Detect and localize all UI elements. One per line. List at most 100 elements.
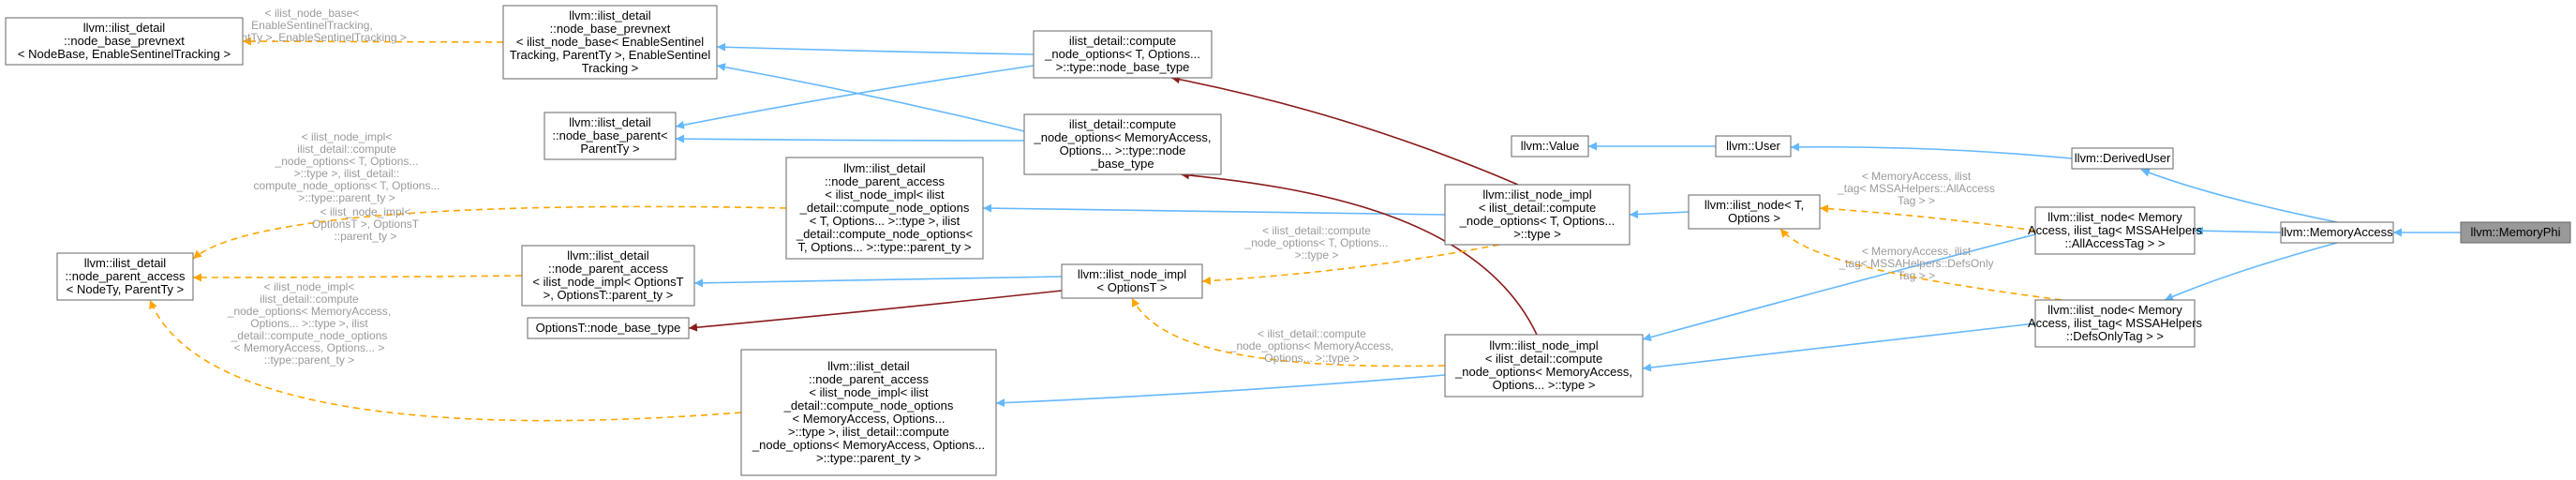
node-label-line: _base_type bbox=[1090, 157, 1154, 171]
node-options-base-type[interactable]: OptionsT::node_base_type bbox=[527, 317, 690, 339]
node-label-line: llvm::ilist_detail bbox=[569, 115, 651, 129]
node-value[interactable]: llvm::Value bbox=[1511, 135, 1589, 158]
node-user[interactable]: llvm::User bbox=[1715, 135, 1792, 158]
edge-label-line: >::type > bbox=[1295, 248, 1339, 262]
node-label-line: ::node_base_prevnext bbox=[64, 34, 185, 48]
node-label-line: < ilist_detail::compute bbox=[1485, 352, 1602, 366]
node-compute-T[interactable]: ilist_detail::compute_node_options< T, O… bbox=[1033, 30, 1213, 79]
node-label-line: llvm::ilist_detail bbox=[84, 256, 167, 270]
node-compute-MA[interactable]: ilist_detail::compute_node_options< Memo… bbox=[1023, 113, 1222, 175]
node-box bbox=[2071, 147, 2174, 170]
node-label-line: < OptionsT > bbox=[1097, 280, 1168, 294]
node-box bbox=[2034, 206, 2196, 255]
node-box bbox=[1688, 194, 1821, 230]
edge-ilist-defs-implMA bbox=[1642, 322, 2036, 372]
node-label-line: ::node_base_parent< bbox=[552, 128, 667, 142]
edge-label-line: ParentTy >, EnableSentinelTracking > bbox=[217, 31, 407, 44]
node-box bbox=[740, 349, 997, 476]
edge-ilist-T-implT bbox=[1629, 210, 1690, 219]
node-label-line: < NodeTy, ParentTy > bbox=[67, 282, 185, 296]
edge-memoryaccess-ilist-all bbox=[2194, 226, 2282, 235]
node-ilist-node-all[interactable]: llvm::ilist_node< MemoryAccess, ilist_ta… bbox=[2028, 206, 2203, 255]
edge-implT-parentaccessT bbox=[982, 203, 1446, 216]
edge-label-paMA-to-generic: < ilist_node_impl<ilist_detail::compute_… bbox=[227, 280, 391, 367]
node-parent-access-T[interactable]: llvm::ilist_detail::node_parent_access< … bbox=[785, 157, 984, 260]
node-base-prevnext-sentinel[interactable]: llvm::ilist_detail::node_base_prevnext< … bbox=[502, 5, 718, 80]
node-box bbox=[527, 317, 690, 339]
edge-memoryaccess-ilist-defs bbox=[2164, 242, 2338, 301]
node-label-line: _detail::compute_node_options< bbox=[796, 227, 973, 241]
node-prevnext-generic[interactable]: llvm::ilist_detail::node_base_prevnext< … bbox=[5, 17, 244, 66]
node-box bbox=[785, 157, 984, 260]
edge-label-line: _node_options< MemoryAccess, bbox=[1229, 339, 1393, 352]
node-label-line: llvm::ilist_node_impl bbox=[1078, 267, 1186, 281]
edge-computeMA-parent bbox=[675, 134, 1025, 143]
node-box bbox=[543, 112, 677, 160]
node-ilist-node-defs[interactable]: llvm::ilist_node< MemoryAccess, ilist_ta… bbox=[2028, 299, 2203, 348]
node-label-line: < ilist_node_impl< ilist bbox=[809, 385, 929, 399]
node-label-line: Access, ilist_tag< MSSAHelpers bbox=[2028, 223, 2203, 237]
edge-ilist-all-implMA bbox=[1642, 233, 2036, 341]
node-label-line: llvm::ilist_node_impl bbox=[1489, 338, 1598, 352]
node-label-line: _detail::compute_node_options bbox=[799, 201, 970, 215]
edge-label-line: EnableSentinelTracking, bbox=[251, 19, 373, 32]
node-label-line: ::DefsOnlyTag > > bbox=[2066, 329, 2164, 343]
node-ilist-node-T[interactable]: llvm::ilist_node< T,Options > bbox=[1688, 194, 1821, 230]
node-label-line: llvm::ilist_detail bbox=[843, 161, 926, 175]
edge-computeT-prevnext bbox=[716, 42, 1035, 55]
node-label-line: llvm::MemoryAccess bbox=[2281, 225, 2393, 239]
node-box bbox=[2034, 299, 2196, 348]
node-impl-T[interactable]: llvm::ilist_node_impl< ilist_detail::com… bbox=[1444, 184, 1630, 246]
node-label-line: < MemoryAccess, Options... bbox=[793, 412, 946, 426]
edge-label-paT-to-generic: < ilist_node_impl<ilist_detail::compute_… bbox=[254, 130, 440, 204]
node-label-line: ::node_parent_access bbox=[66, 269, 186, 283]
edge-implMA-implOpt bbox=[1131, 297, 1446, 368]
edge-label-line: ::parent_ty > bbox=[334, 230, 396, 243]
node-box bbox=[1033, 30, 1213, 79]
edge-defs-T bbox=[1779, 228, 2062, 301]
edge-label-all-to-T: < MemoryAccess, ilist_tag< MSSAHelpers::… bbox=[1837, 170, 1995, 207]
edge-label-layer: < ilist_node_base<EnableSentinelTracking… bbox=[217, 7, 1995, 367]
edge-implMA-parentaccessMA bbox=[995, 374, 1446, 408]
edge-implOpt-optionsbase bbox=[688, 290, 1063, 332]
node-label-line: ilist_detail::compute bbox=[1069, 117, 1176, 131]
node-deriveduser[interactable]: llvm::DerivedUser bbox=[2071, 147, 2174, 170]
edge-label-line: Options... >::type >, ilist bbox=[250, 317, 368, 330]
node-base-parent[interactable]: llvm::ilist_detail::node_base_parent<Par… bbox=[543, 112, 677, 160]
node-label-line: llvm::ilist_detail bbox=[827, 359, 910, 373]
node-impl-OptionsT[interactable]: llvm::ilist_node_impl< OptionsT > bbox=[1061, 263, 1203, 299]
node-label-line: < ilist_node_base< EnableSentinel bbox=[516, 35, 704, 49]
edge-all-T bbox=[1819, 204, 2036, 232]
edge-implT-implOpt bbox=[1201, 244, 1500, 285]
node-label-line: ParentTy > bbox=[580, 142, 639, 156]
edge-implMA-computeMA bbox=[1180, 171, 1538, 336]
node-label-line: llvm::MemoryPhi bbox=[2470, 225, 2560, 239]
edge-label-line: >::type >, ilist_detail:: bbox=[294, 167, 400, 180]
edge-label-line: _tag< MSSAHelpers::AllAccess bbox=[1837, 182, 1995, 195]
node-impl-MA[interactable]: llvm::ilist_node_impl< ilist_detail::com… bbox=[1444, 334, 1644, 398]
node-label-line: llvm::DerivedUser bbox=[2075, 151, 2171, 165]
node-label-line: _node_options< MemoryAccess, bbox=[1454, 365, 1632, 379]
edge-computeT-parent bbox=[675, 65, 1035, 129]
node-box bbox=[502, 5, 718, 80]
edge-paOpt-generic bbox=[192, 273, 523, 282]
node-label-line: Access, ilist_tag< MSSAHelpers bbox=[2028, 316, 2203, 330]
edge-paT-generic bbox=[192, 205, 787, 260]
node-memoryphi[interactable]: llvm::MemoryPhi bbox=[2460, 221, 2571, 244]
node-label-line: T, Options... >::type::parent_ty > bbox=[798, 240, 972, 254]
edge-label-line: _detail::compute_node_options bbox=[231, 329, 388, 342]
node-label-line: _node_options< T, Options... bbox=[1044, 47, 1200, 61]
node-label-line: ::node_parent_access bbox=[825, 174, 945, 188]
node-label-line: llvm::ilist_node< Memory bbox=[2047, 303, 2182, 317]
edge-label-line: _node_options< T, Options... bbox=[1244, 236, 1389, 249]
edge-label-line: < ilist_node_base< bbox=[265, 7, 360, 20]
node-label-line: llvm::ilist_node< T, bbox=[1705, 198, 1804, 212]
edge-label-line: _node_options< T, Options... bbox=[275, 155, 419, 168]
node-box bbox=[5, 17, 244, 66]
node-box bbox=[1061, 263, 1203, 299]
node-parent-access-generic[interactable]: llvm::ilist_detail::node_parent_access< … bbox=[56, 252, 194, 301]
node-parent-access-OptionsT[interactable]: llvm::ilist_detail::node_parent_access< … bbox=[521, 245, 695, 307]
edge-label-line: ::type::parent_ty > bbox=[264, 353, 354, 367]
node-memoryaccess[interactable]: llvm::MemoryAccess bbox=[2280, 221, 2394, 244]
node-parent-access-MA[interactable]: llvm::ilist_detail::node_parent_access< … bbox=[740, 349, 997, 476]
